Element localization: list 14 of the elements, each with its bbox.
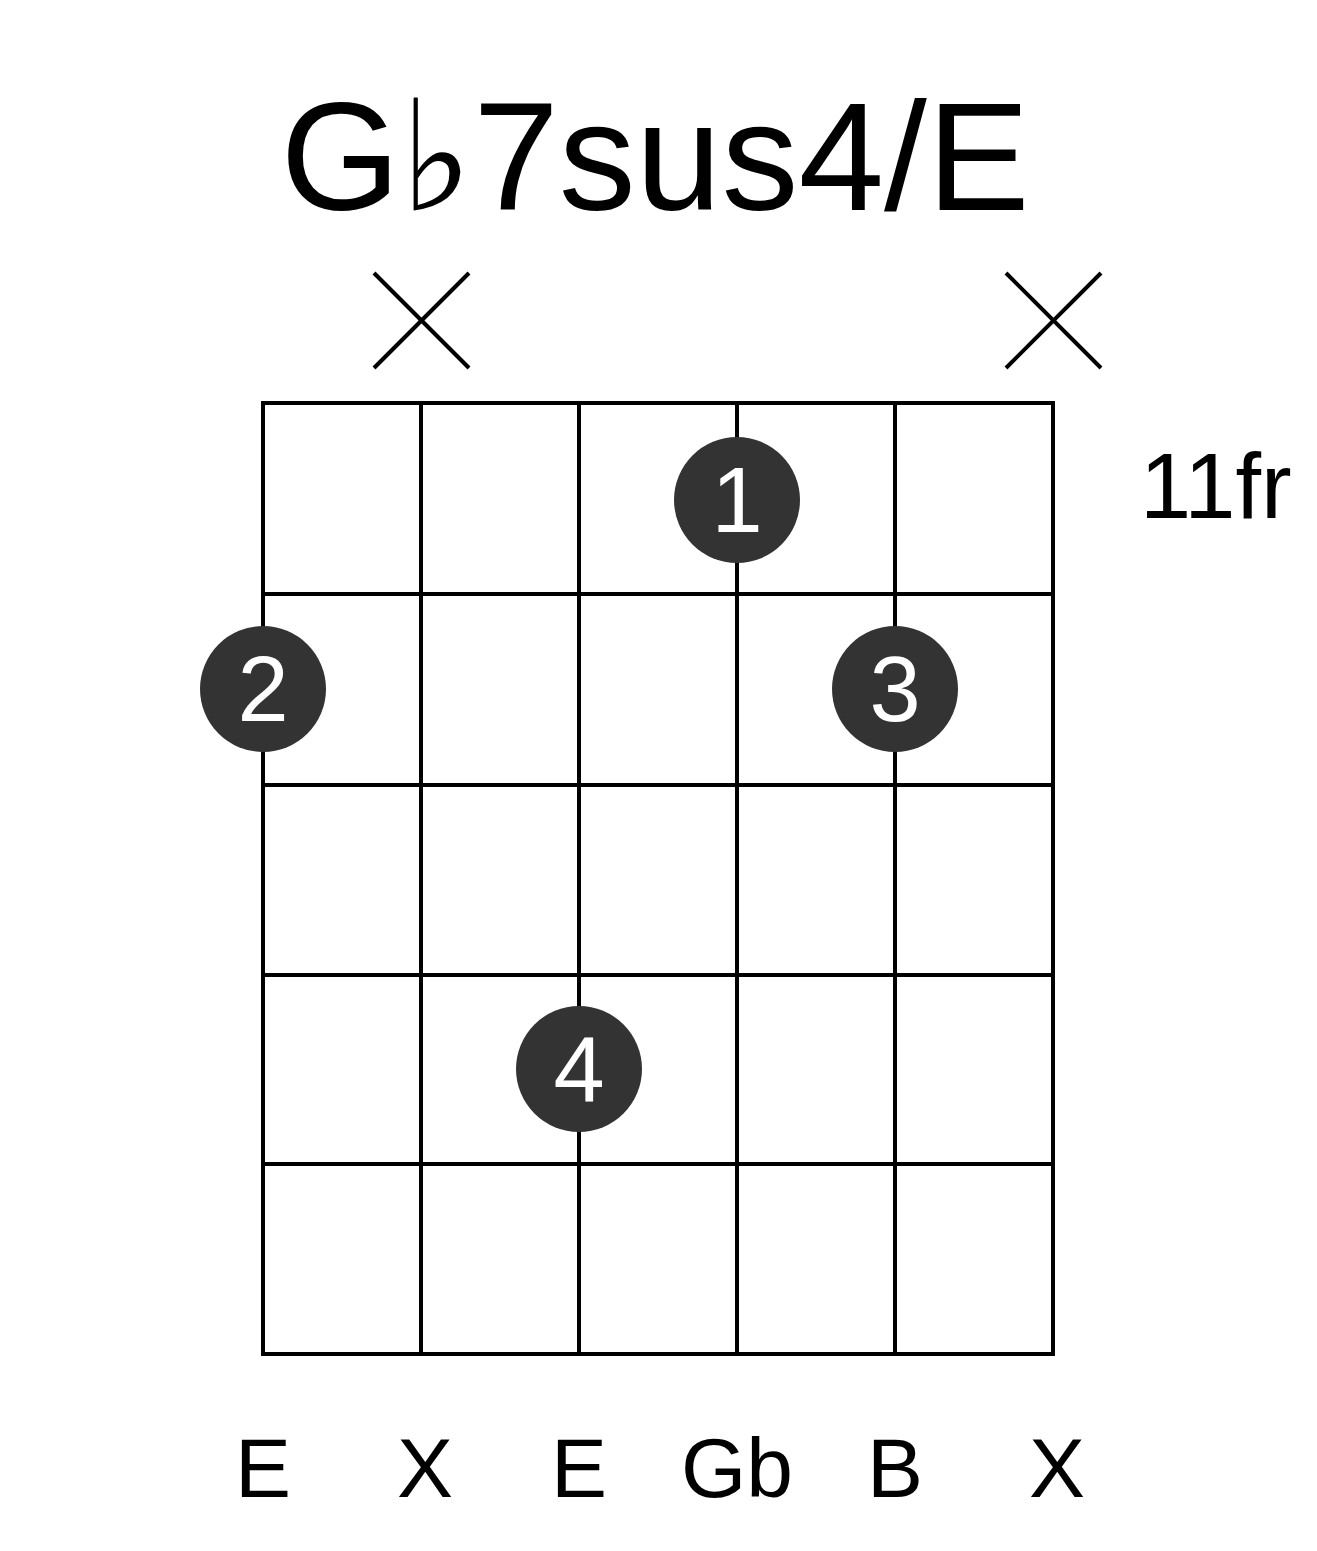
finger-number: 2 [237, 643, 289, 735]
string-note: X [1029, 1426, 1085, 1510]
fret-number: 11fr [1140, 440, 1292, 532]
string-note: E [551, 1426, 607, 1510]
finger-number: 1 [711, 454, 763, 546]
finger-number: 4 [553, 1023, 605, 1115]
string-note: Gb [680, 1426, 794, 1510]
cross-mark-icon [371, 270, 471, 370]
finger-number: 3 [869, 643, 921, 735]
string-note: X [397, 1426, 453, 1510]
chord-title: G♭7sus4/E [280, 80, 1030, 234]
cross-mark-icon [1003, 270, 1103, 370]
string-note: B [867, 1426, 923, 1510]
string-note: E [235, 1426, 291, 1510]
